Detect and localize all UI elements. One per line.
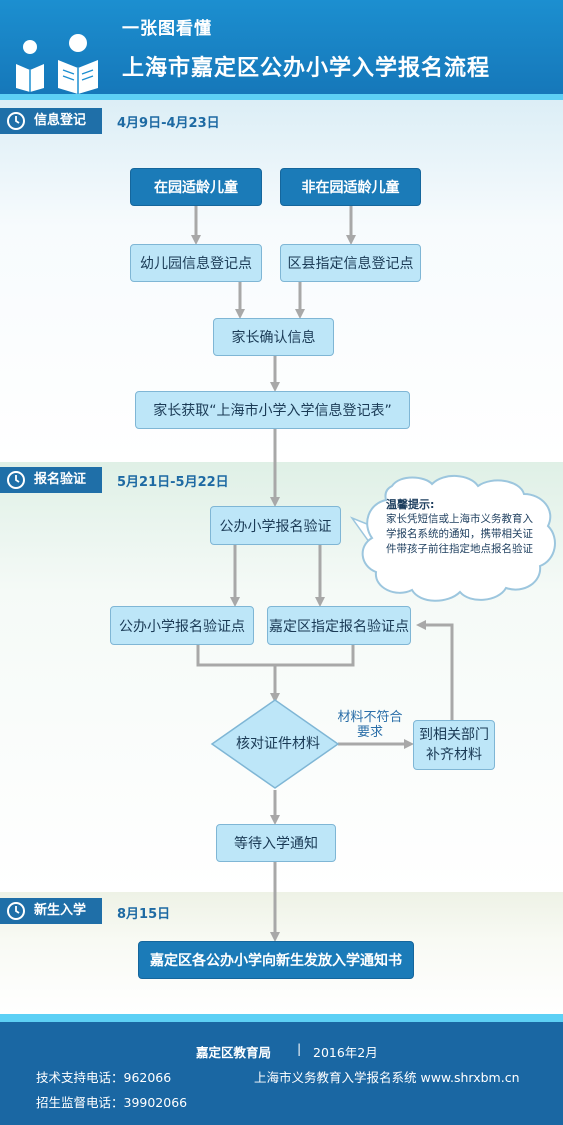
section-label: 信息登记 <box>34 113 87 128</box>
section-date: 5月21日-5月22日 <box>117 475 229 490</box>
node-parent-confirm: 家长确认信息 <box>213 318 334 356</box>
footer-issuer: 嘉定区教育局 <box>196 1045 272 1060</box>
footer-separator: | <box>297 1041 302 1056</box>
node-wait-notice: 等待入学通知 <box>216 824 336 862</box>
clock-icon <box>7 902 25 920</box>
section-label: 新生入学 <box>34 903 87 918</box>
header-subtitle: 一张图看懂 <box>122 19 212 39</box>
node-in-kindergarten: 在园适龄儿童 <box>130 168 262 206</box>
node-district-verify-point: 嘉定区指定报名验证点 <box>267 606 411 645</box>
footer-supervision: 招生监督电话：39902066 <box>36 1095 188 1110</box>
node-get-form: 家长获取“上海市小学入学信息登记表” <box>135 391 410 429</box>
section-date: 4月9日-4月23日 <box>117 116 220 131</box>
edge-label-line-2: 要求 <box>356 725 383 740</box>
node-district-point: 区县指定信息登记点 <box>280 244 421 282</box>
edge-label-not-qualified: 材料不符合 要求 <box>327 710 413 740</box>
tip-title: 温馨提示: <box>386 498 435 511</box>
footer-tech-support: 技术支持电话：962066 <box>36 1070 172 1085</box>
node-issue-notice: 嘉定区各公办小学向新生发放入学通知书 <box>138 941 414 979</box>
footer: 嘉定区教育局 | 2016年2月 技术支持电话：962066 上海市义务教育入学… <box>0 1022 563 1125</box>
section-label: 报名验证 <box>34 472 87 487</box>
header-divider <box>0 94 563 100</box>
tip-text: 家长凭短信或上海市义务教育入学报名系统的通知，携带相关证件带孩子前往指定地点报名… <box>386 513 533 555</box>
footer-date: 2016年2月 <box>313 1045 378 1060</box>
edge-label-line-1: 材料不符合 <box>337 710 403 725</box>
node-check-docs: 核对证件材料 <box>236 736 320 752</box>
section-tag-verify: 报名验证 <box>0 467 102 493</box>
tip-bubble <box>349 475 556 602</box>
footer-divider <box>0 1014 563 1022</box>
section-tag-enroll: 新生入学 <box>0 898 102 924</box>
decision-diamond <box>210 699 340 789</box>
section-tag-info: 信息登记 <box>0 108 102 134</box>
clock-icon <box>7 471 25 489</box>
node-supplement: 到相关部门 补齐材料 <box>413 720 495 770</box>
reading-people-icon <box>16 34 98 94</box>
supplement-line-2: 补齐材料 <box>426 747 482 763</box>
page-title: 上海市嘉定区公办小学入学报名流程 <box>122 56 491 81</box>
node-school-verify: 公办小学报名验证 <box>210 506 341 545</box>
node-kindergarten-point: 幼儿园信息登记点 <box>130 244 262 282</box>
supplement-line-1: 到相关部门 <box>419 727 489 743</box>
clock-icon <box>7 112 25 130</box>
footer-system-link: 上海市义务教育入学报名系统 www.shrxbm.cn <box>254 1070 520 1085</box>
header-banner: 一张图看懂 上海市嘉定区公办小学入学报名流程 <box>0 0 563 100</box>
node-not-in-kindergarten: 非在园适龄儿童 <box>280 168 421 206</box>
section-date: 8月15日 <box>117 907 171 922</box>
node-school-verify-point: 公办小学报名验证点 <box>110 606 254 645</box>
